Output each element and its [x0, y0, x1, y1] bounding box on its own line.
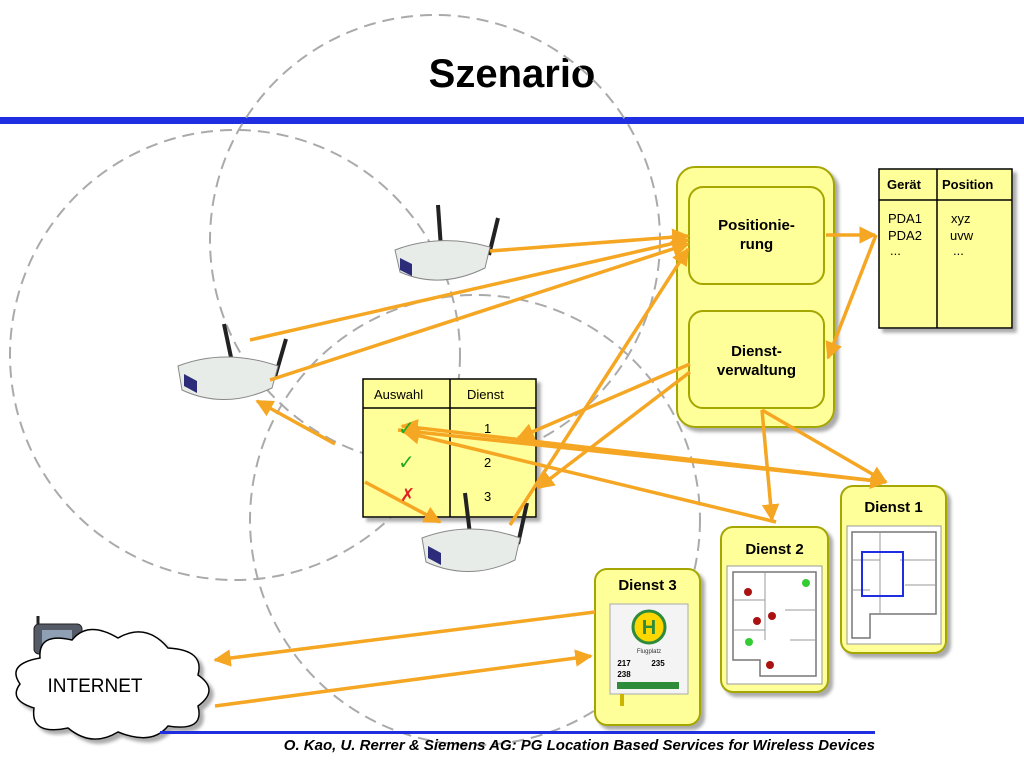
floorplan-2-image	[726, 565, 823, 685]
bus-stop-sign-image: H Flugplatz 217 235 238	[609, 603, 689, 706]
footer-text: O. Kao, U. Rerrer & Siemens AG: PG Locat…	[283, 737, 875, 754]
position-table-header-device: Gerät	[887, 177, 921, 192]
position-table-device: PDA1	[888, 211, 922, 226]
selection-service-number: 2	[484, 455, 492, 470]
bus-line-2: 235	[651, 659, 665, 668]
coverage-circle-left	[9, 129, 461, 581]
selection-table-header-choice: Auswahl	[374, 387, 424, 402]
user-dot-red	[753, 617, 761, 625]
dienst2-title: Dienst 2	[745, 541, 804, 558]
bus-line-1: 217	[617, 659, 631, 668]
selection-cross-mark[interactable]: ✗	[400, 485, 416, 505]
user-dot-red	[766, 661, 774, 669]
selection-check-mark[interactable]: ✓	[398, 452, 415, 474]
dienstverwaltung-box	[688, 310, 825, 409]
arrow	[255, 399, 336, 446]
arrow	[536, 370, 692, 490]
dienst3-title: Dienst 3	[618, 577, 677, 594]
arrow	[402, 427, 777, 524]
user-dot-green	[745, 638, 753, 646]
arrow	[269, 240, 690, 382]
user-dot-red	[768, 612, 776, 620]
selection-service-number: 3	[484, 489, 492, 504]
dienstverwaltung-label: Dienst- verwaltung	[716, 343, 797, 379]
arrow	[489, 228, 690, 253]
title-rule	[0, 117, 1024, 124]
position-table-shape	[878, 168, 1013, 329]
access-point-bottom-image	[421, 492, 529, 572]
positionierung-label: Positionie- rung	[718, 217, 795, 253]
arrow	[760, 409, 780, 522]
arrow	[761, 408, 888, 484]
arrow	[214, 649, 593, 708]
internet-label: INTERNET	[47, 676, 143, 697]
position-table-device: ...	[890, 243, 901, 258]
position-table-position: ...	[953, 243, 964, 258]
bus-sign-letter: H	[642, 617, 656, 639]
arrow	[516, 362, 691, 440]
selection-service-number: 1	[484, 421, 492, 436]
position-table-device: PDA2	[888, 228, 922, 243]
floorplan-1-image	[846, 525, 942, 645]
access-point-top-image	[394, 204, 500, 281]
position-table-position: uvw	[950, 228, 974, 243]
arrow	[825, 234, 878, 360]
user-dot-green	[802, 579, 810, 587]
internet-cloud-shape	[15, 628, 210, 740]
footer-rule	[160, 731, 875, 734]
arrow	[364, 480, 442, 524]
connection-arrows	[213, 226, 888, 708]
position-table-header-position: Position	[942, 177, 994, 192]
user-dot-red	[744, 588, 752, 596]
coverage-circle-bottom	[249, 294, 701, 746]
arrow	[400, 419, 887, 484]
selection-table-header-service: Dienst	[467, 387, 504, 402]
arrow	[249, 234, 690, 342]
position-table-position: xyz	[951, 211, 971, 226]
arrow	[213, 610, 596, 667]
bus-sign-stop: Flugplatz	[637, 649, 661, 655]
dienst1-title: Dienst 1	[864, 499, 923, 516]
selection-check-mark[interactable]: ✓	[398, 418, 415, 440]
selection-table-shape	[362, 378, 537, 518]
bus-line-3: 238	[617, 670, 631, 679]
